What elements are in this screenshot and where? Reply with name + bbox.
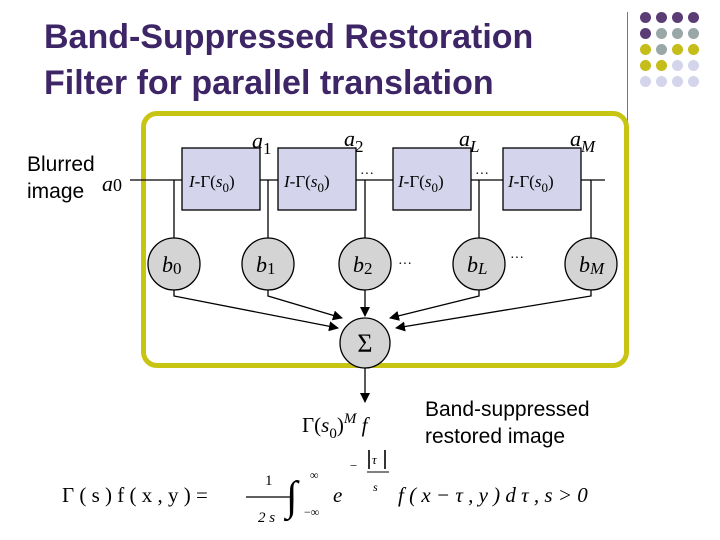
decorative-dot (656, 76, 667, 87)
decorative-dot (640, 12, 651, 23)
decorative-dot (640, 44, 651, 55)
input-label-line-2: image (27, 180, 85, 203)
decorative-dot (672, 76, 683, 87)
title-line-1: Band-Suppressed Restoration (44, 18, 534, 56)
filter-frame (141, 111, 629, 368)
formula-exp-num: τ (372, 452, 378, 467)
formula-integral: ∫ (283, 474, 300, 522)
decorative-dot (688, 76, 699, 87)
a-label: a2 (344, 126, 364, 156)
b-node-label: bM (579, 252, 605, 278)
b-node-label: b1 (256, 252, 276, 278)
decorative-dot (656, 60, 667, 71)
output-expression: Γ(s0)M f (302, 411, 371, 442)
output-label-line-1: Band-suppressed (425, 398, 590, 421)
filter-block-label: I-Γ(s0) (283, 172, 330, 195)
formula: Γ ( s ) f ( x , y ) = 1 2 s ∫ ∞ −∞ e − τ… (62, 450, 588, 526)
formula-exp-den: s (373, 480, 378, 494)
a-label: aL (459, 126, 479, 156)
decorative-dot (672, 28, 683, 39)
decorative-dot (688, 28, 699, 39)
formula-exp-sign: − (350, 458, 357, 473)
formula-frac-den: 2 s (258, 510, 275, 526)
sum-node: Σ (339, 317, 391, 369)
title-line-2: Filter for parallel translation (44, 64, 494, 102)
decorative-dot (688, 44, 699, 55)
filter-block-label: I-Γ(s0) (507, 172, 554, 195)
b-node: b1 (241, 237, 295, 291)
b-node: bM (564, 237, 618, 291)
formula-lower: −∞ (304, 505, 319, 519)
filter-block-4 (502, 147, 582, 211)
formula-upper: ∞ (310, 468, 319, 482)
ellipsis-mid-2: ··· (510, 251, 524, 266)
b-node-label: b0 (162, 252, 182, 278)
a-label: a1 (252, 128, 272, 158)
output-label-line-2: restored image (425, 425, 566, 448)
decorative-dot (672, 44, 683, 55)
filter-block-1 (181, 147, 261, 211)
decorative-dot (640, 60, 651, 71)
filter-block-3 (392, 147, 472, 211)
b-node-label: b2 (353, 252, 373, 278)
formula-exp-base: e (333, 483, 342, 507)
b-node: b0 (147, 237, 201, 291)
input-symbol: a0 (102, 171, 122, 196)
svg-text:Σ: Σ (357, 329, 372, 358)
output-label: Band-suppressed restored image (425, 396, 590, 450)
filter-block-label: I-Γ(s0) (397, 172, 444, 195)
ellipsis-mid-1: ··· (398, 257, 412, 272)
decorative-dot (688, 60, 699, 71)
a-label: aM (570, 126, 596, 156)
formula-lhs: Γ ( s ) f ( x , y ) = (62, 483, 208, 507)
slide-title: Band-Suppressed Restoration Filter for p… (44, 14, 624, 106)
decorative-dot (656, 28, 667, 39)
filter-block-label: I-Γ(s0) (188, 172, 235, 195)
decorative-dot (672, 60, 683, 71)
input-label-line-1: Blurred (27, 153, 95, 176)
decorative-dot (688, 12, 699, 23)
b-node: b2 (338, 237, 392, 291)
decorative-divider (627, 12, 628, 130)
decorative-dot (640, 76, 651, 87)
decorative-dot (640, 28, 651, 39)
b-node: bL (452, 237, 506, 291)
formula-rest: f ( x − τ , y ) d τ , s > 0 (398, 483, 588, 507)
input-label: Blurred image (27, 151, 95, 205)
decorative-dot (656, 44, 667, 55)
filter-block-2 (277, 147, 357, 211)
formula-frac-num: 1 (265, 473, 273, 489)
ellipsis-top-2: ··· (475, 167, 489, 182)
decorative-dot (672, 12, 683, 23)
ellipsis-top-1: ··· (360, 167, 374, 182)
decorative-dot (656, 12, 667, 23)
b-node-label: bL (467, 252, 487, 278)
